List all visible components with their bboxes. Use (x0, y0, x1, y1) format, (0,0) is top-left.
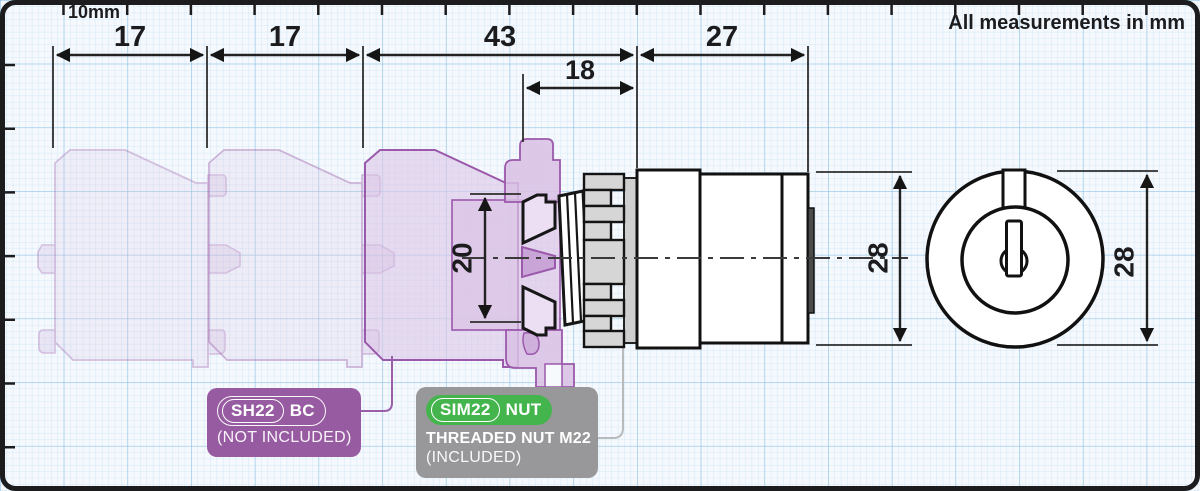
dim-label-43: 43 (484, 21, 516, 53)
adapter-foot-slot (544, 363, 563, 388)
sim22-title: THREADED NUT M22 (426, 429, 591, 447)
dim-label-28-front: 28 (1109, 246, 1140, 277)
scale-label: 10mm (68, 2, 120, 22)
sim22-note: (INCLUDED) (426, 448, 522, 466)
sim22-suffix: NUT (505, 400, 542, 419)
contact-block-tabs (37, 174, 241, 355)
sh22-note: (NOT INCLUDED) (217, 428, 352, 446)
units-note: All measurements in mm (948, 12, 1185, 34)
sh22-badge: SH22 BC (NOT INCLUDED) (207, 388, 361, 457)
sh22-connector-line (361, 356, 393, 412)
dim-label-20: 20 (447, 242, 478, 273)
dim-label-18: 18 (565, 55, 595, 85)
sh22-suffix: BC (289, 401, 315, 420)
nut-thread-teeth (582, 172, 626, 349)
ruler-ticks-top (62, 3, 1148, 15)
dim-label-28-side: 28 (863, 242, 894, 273)
threaded-nut (582, 172, 638, 349)
dimension-lines (55, 47, 1155, 343)
front-view (925, 168, 1105, 349)
anti-rotation-notch (1001, 168, 1027, 210)
ruler-ticks-left (3, 63, 15, 449)
extension-lines (52, 46, 1158, 346)
contact-block-ghost-1 (37, 149, 241, 368)
key-slot (1005, 219, 1023, 278)
dim-label-17a: 17 (114, 21, 146, 53)
dim-label-27: 27 (706, 21, 738, 53)
clip-upper (521, 193, 557, 246)
contact-block-body (54, 149, 209, 368)
sim22-badge: SIM22 NUT THREADED NUT M22 (INCLUDED) (416, 387, 598, 478)
actuator-clip (521, 189, 591, 337)
sim22-code-pill: SIM22 (431, 398, 500, 422)
sh22-pill: SH22 BC (217, 396, 326, 426)
nut-bushing (623, 177, 638, 344)
key-cylinder-bar (807, 207, 815, 314)
sim22-pill: SIM22 NUT (426, 395, 553, 425)
dim-label-17b: 17 (269, 21, 301, 53)
contact-block-body (208, 149, 363, 368)
latch-wedge (521, 245, 556, 279)
sim22-connector-line (597, 348, 624, 439)
sh22-code-pill: SH22 (222, 399, 284, 423)
dimensions: 17 17 43 27 18 20 28 28 (52, 21, 1158, 346)
clip-lower (521, 284, 557, 337)
